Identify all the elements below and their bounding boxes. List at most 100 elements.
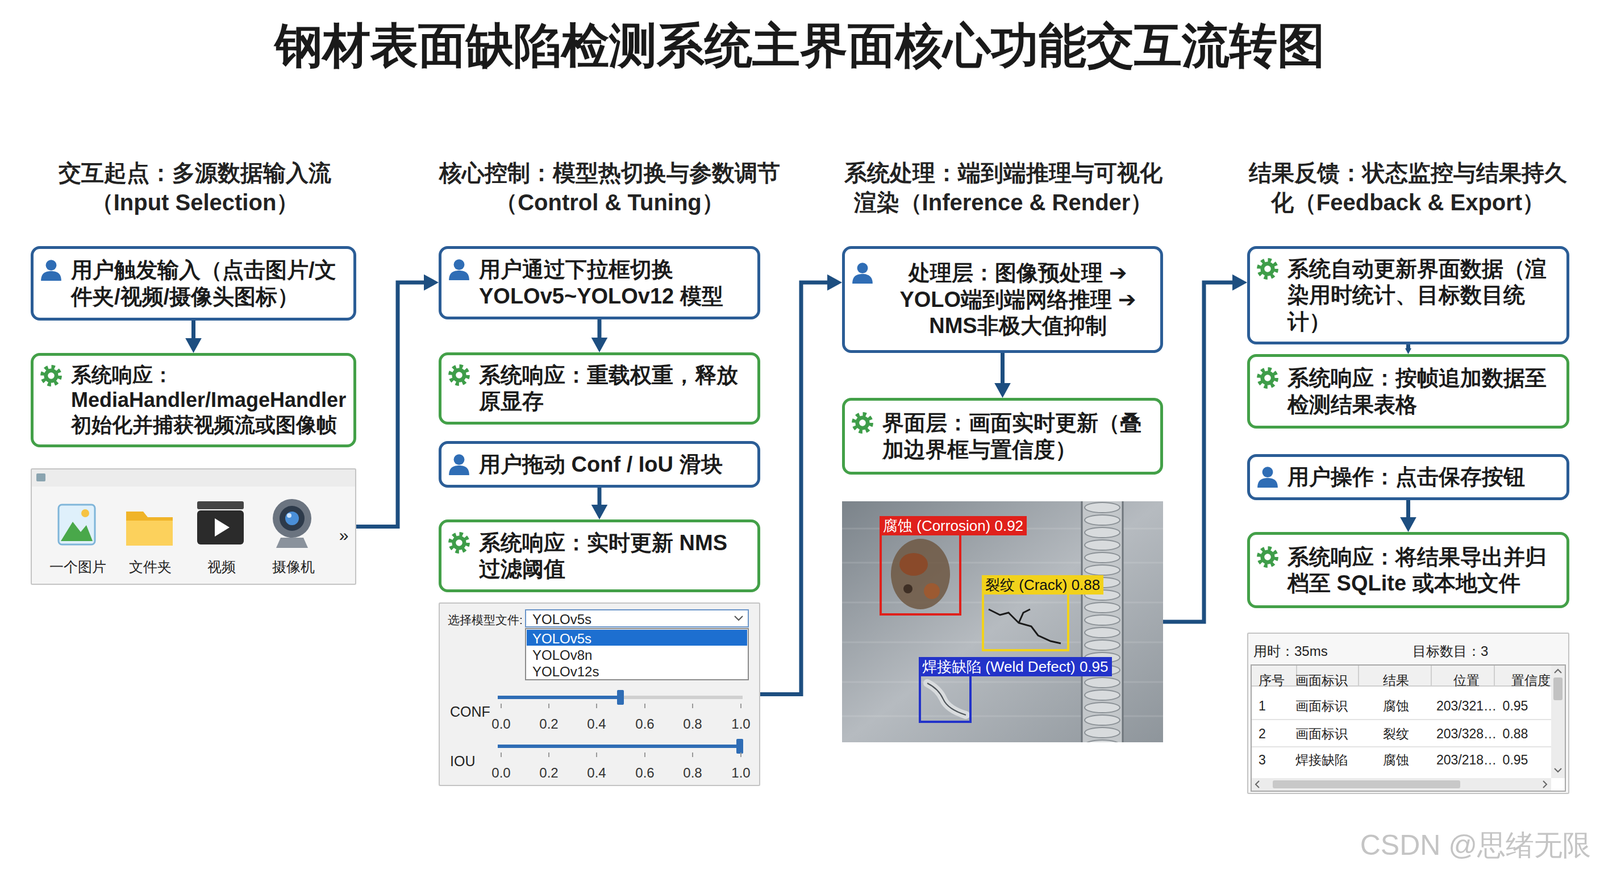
- webcam-icon-ring: [279, 505, 305, 531]
- slider-tick-label: 0.2: [539, 715, 558, 732]
- connector-line: [191, 320, 196, 341]
- arrow-head: [185, 338, 202, 353]
- gear-hole: [1264, 265, 1272, 273]
- box-icon: [447, 530, 472, 555]
- scrollbar-thumb: [1553, 677, 1563, 700]
- box-icon: [850, 410, 875, 435]
- arrow-head: [591, 337, 608, 353]
- system-response-box: 系统自动更新界面数据（渲染用时统计、目标数目统计）: [1247, 246, 1570, 345]
- arrow-head: [1400, 517, 1417, 532]
- gear-hole: [1264, 374, 1272, 382]
- arrow-head: [591, 504, 608, 520]
- result-table-screenshot: [1247, 632, 1570, 794]
- box-text: 系统响应：实时更新 NMS 过滤阈值: [478, 529, 751, 583]
- box-text: 系统自动更新界面数据（渲染用时统计、目标数目统计）: [1287, 255, 1560, 335]
- column-heading: 核心控制：模型热切换与参数调节（Control & Tuning）: [430, 157, 789, 218]
- box-content: 系统响应：重载权重，释放原显存: [478, 361, 751, 415]
- slider-handle: [617, 689, 624, 705]
- gear-hole: [859, 419, 866, 427]
- system-response-box: 系统响应：按帧追加数据至检测结果表格: [1247, 353, 1570, 429]
- panel-text: YOLOv5s: [532, 630, 592, 647]
- connector-line: [1163, 282, 1236, 622]
- table-header-cell: 位置: [1453, 671, 1480, 690]
- folder-icon-back: [126, 511, 173, 546]
- box-icon: [1255, 256, 1280, 281]
- gear-teeth: [1259, 548, 1276, 565]
- table-cell: 0.95: [1502, 752, 1529, 768]
- box-text: 用户操作：点击保存按钮: [1287, 463, 1560, 490]
- table-cell: 腐蚀: [1382, 697, 1410, 715]
- system-response-box: 界面层：画面实时更新（叠加边界框与置信度）: [842, 397, 1164, 475]
- detection-label: 腐蚀 (Corrosion) 0.92: [879, 515, 1027, 536]
- user-icon-body: [852, 274, 873, 285]
- table-cell: 画面标识: [1295, 725, 1348, 743]
- brushed-texture: [842, 528, 1164, 716]
- panel-text: 文件夹: [128, 557, 172, 577]
- arrow-head: [994, 382, 1011, 398]
- box-text: 系统响应：将结果导出并归档至 SQLite 或本地文件: [1287, 543, 1560, 597]
- gear-icon: [447, 363, 472, 387]
- column-heading: 结果反馈：状态监控与结果持久化（Feedback & Export）: [1240, 157, 1576, 218]
- box-content: 系统自动更新界面数据（渲染用时统计、目标数目统计）: [1287, 255, 1560, 335]
- table-cell: 焊接缺陷: [1295, 751, 1348, 769]
- panel-ground: [1247, 632, 1570, 794]
- gear-body: [451, 535, 466, 550]
- table-header-cell: 画面标识: [1295, 671, 1348, 690]
- gear-hole: [1264, 553, 1272, 561]
- image-icon-mountain: [60, 521, 93, 541]
- table-cell: 203/321…: [1436, 698, 1497, 714]
- slider-tick-label: 0.0: [491, 715, 511, 732]
- gear-body: [855, 415, 870, 431]
- weld-bead-edge: [1081, 501, 1123, 743]
- box-content: 用户操作：点击保存按钮: [1287, 463, 1560, 490]
- panel-text: 选择模型文件:: [447, 611, 523, 628]
- box-content: 用户通过下拉框切换 YOLOv5~YOLOv12 模型: [478, 256, 751, 310]
- steel-plate: [842, 501, 1164, 743]
- gear-hole: [47, 372, 55, 379]
- flow-arrow: [591, 487, 608, 520]
- input-toolbar-panel: 一个图片文件夹视频摄像机»: [30, 468, 357, 585]
- slider-handle: [736, 738, 744, 754]
- user-action-box: 用户触发输入（点击图片/文件夹/视频/摄像头图标）: [30, 246, 357, 321]
- detection-label: 裂纹 (Crack) 0.88: [981, 575, 1104, 595]
- slider-tick-label: 0.4: [586, 764, 606, 781]
- slider-tick-label: 0.2: [539, 764, 558, 781]
- table-frame: [1251, 664, 1566, 791]
- arrow-head: [1232, 274, 1248, 291]
- gear-icon: [447, 530, 472, 555]
- video-icon-body: [197, 510, 244, 545]
- connector-line: [597, 487, 602, 508]
- gear-body: [451, 367, 466, 382]
- crack-line: [988, 609, 1061, 644]
- input-toolbar-screenshot: [30, 468, 357, 585]
- panel-text: CONF: [450, 703, 491, 720]
- arrow-head: [1405, 348, 1412, 354]
- user-icon: [447, 257, 472, 282]
- table-cell: 0.95: [1502, 698, 1529, 714]
- image-icon-sun: [81, 509, 90, 518]
- slider-tick-label: 0.6: [635, 715, 654, 732]
- panel-ground: [30, 468, 357, 585]
- flow-arrow: [994, 352, 1011, 398]
- table-header-cell: 结果: [1382, 671, 1410, 690]
- box-content: 处理层：图像预处理 ➔ YOLO端到端网络推理 ➔ NMS非极大值抑制: [882, 259, 1154, 339]
- box-content: 系统响应：按帧追加数据至检测结果表格: [1287, 364, 1560, 418]
- detection-image: 腐蚀 (Corrosion) 0.92 裂纹 (Crack) 0.88 焊接缺陷 (…: [842, 501, 1164, 743]
- gear-icon: [1255, 365, 1280, 390]
- flow-arrow: [1400, 500, 1417, 532]
- user-icon: [447, 452, 472, 477]
- steel-surface-photo: [842, 501, 1164, 743]
- connector-line: [597, 319, 602, 341]
- detection-box: 焊接缺陷 (Weld Defect) 0.95: [918, 673, 972, 723]
- image-icon-frame: [58, 504, 95, 545]
- webcam-icon-glint: [286, 513, 292, 518]
- webcam-icon-lens: [285, 511, 299, 525]
- dropdown-list: [525, 628, 749, 680]
- slider-track: [497, 695, 743, 699]
- table-header-cell: 序号: [1258, 671, 1285, 690]
- connector-line: [760, 282, 831, 695]
- table-cell: 0.88: [1502, 726, 1529, 742]
- box-icon: [39, 257, 64, 282]
- box-text: 用户通过下拉框切换 YOLOv5~YOLOv12 模型: [478, 256, 751, 310]
- gear-teeth: [1259, 369, 1276, 386]
